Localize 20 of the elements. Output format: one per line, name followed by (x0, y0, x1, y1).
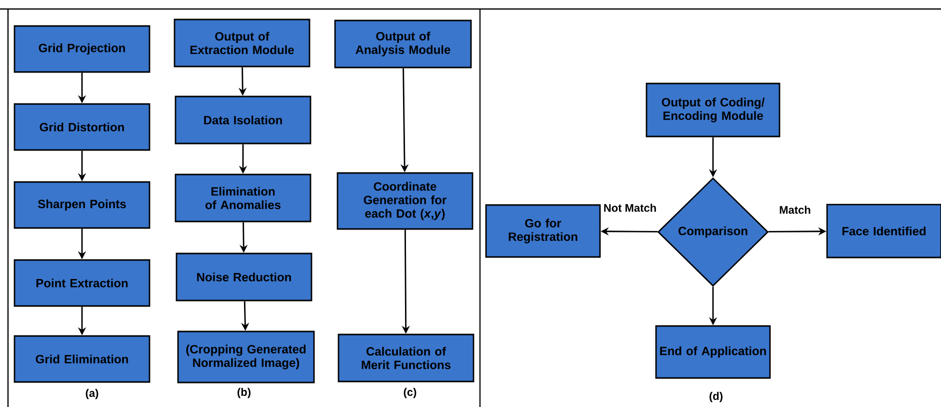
edge-label: Match (780, 206, 810, 214)
process-box: Face Identified (826, 204, 941, 258)
process-box: Output of Analysis Module (334, 20, 472, 68)
process-box: Go for Registration (485, 204, 601, 258)
process-box: Point Extraction (14, 259, 150, 307)
process-box: Grid Projection (14, 25, 150, 73)
process-box: Grid Distortion (14, 103, 150, 151)
process-box: (Cropping Generated Normalized Image) (177, 330, 315, 384)
process-box: Sharpen Points (14, 181, 150, 229)
process-box: Output of Coding/ Encoding Module (646, 82, 780, 138)
edge-label: Not Match (604, 204, 656, 212)
process-box: Coordinate Generation for each Dot (x,y) (336, 172, 474, 230)
process-box: Data Isolation (174, 96, 312, 144)
process-box: Noise Reduction (176, 252, 312, 302)
process-box: Elimination of Anomalies (174, 174, 312, 222)
process-box: Grid Elimination (14, 335, 150, 383)
process-box: Output of Extraction Module (174, 18, 310, 68)
process-box: End of Application (655, 325, 771, 379)
process-box: Calculation of Merit Functions (338, 334, 474, 382)
panel-label: (d) (710, 392, 722, 402)
